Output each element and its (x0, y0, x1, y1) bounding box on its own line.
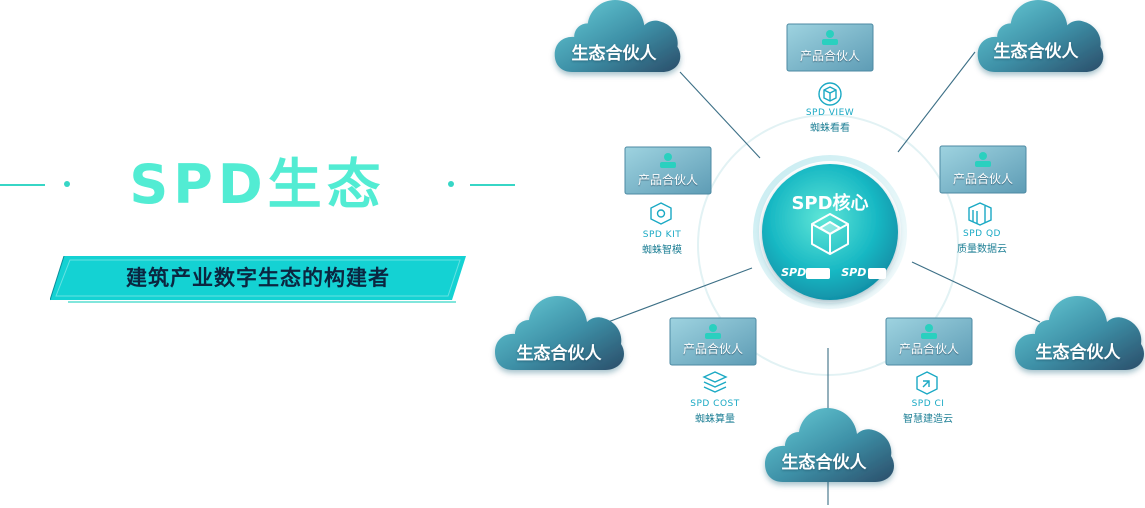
stack-cube-icon (702, 371, 728, 393)
main-title: SPD生态 (129, 153, 386, 216)
title-right-dot (448, 181, 454, 187)
title-left-dot (64, 181, 70, 187)
brand-ai-badge (868, 268, 886, 279)
title-right-line (470, 184, 515, 186)
core-circle (762, 164, 898, 300)
product-name: SPD QD (963, 229, 1001, 239)
core-brand-3d: SPD 3D (781, 266, 827, 279)
core-brand-ai: SPD AI (841, 266, 883, 279)
product-subtitle: 质量数据云 (957, 244, 1007, 255)
partner-cloud-label: 生态合伙人 (516, 344, 602, 364)
brand-3d-badge (806, 268, 830, 279)
product-card-bottom-right (885, 317, 973, 366)
partner-cloud-label: 生态合伙人 (1035, 343, 1121, 363)
product-subtitle: 蜘蛛看看 (810, 123, 850, 134)
product-subtitle: 智慧建造云 (903, 414, 953, 425)
product-card-right (939, 145, 1027, 194)
subtitle-text: 建筑产业数字生态的构建者 (126, 266, 390, 290)
product-subtitle: 蜘蛛智模 (642, 245, 682, 256)
product-partner-label: 产品合伙人 (682, 342, 743, 356)
product-name: SPD KIT (642, 230, 682, 240)
product-name: SPD VIEW (805, 108, 855, 118)
title-left-line (0, 184, 45, 186)
product-partner-label: 产品合伙人 (799, 49, 860, 63)
product-name: SPD COST (690, 399, 740, 409)
product-partner-label: 产品合伙人 (898, 342, 959, 356)
arrow-cube-icon (916, 371, 938, 395)
partner-cloud-label: 生态合伙人 (993, 42, 1079, 62)
product-partner-label: 产品合伙人 (637, 173, 698, 187)
partner-cloud-label: 生态合伙人 (781, 453, 867, 473)
product-name: SPD CI (911, 399, 945, 409)
core-title: SPD核心 (791, 193, 869, 214)
product-partner-label: 产品合伙人 (952, 172, 1013, 186)
product-card-bottom-left (669, 317, 757, 366)
cube-ring-icon (818, 82, 842, 106)
product-card-left (624, 146, 712, 195)
product-card-top (786, 23, 874, 72)
subtitle-banner: 建筑产业数字生态的构建者 (50, 256, 466, 304)
product-subtitle: 蜘蛛算量 (695, 414, 735, 425)
partner-cloud-label: 生态合伙人 (571, 44, 657, 64)
gear-hex-icon (650, 202, 672, 225)
core-cube-icon (811, 213, 849, 255)
layers-cube-icon (968, 202, 992, 226)
